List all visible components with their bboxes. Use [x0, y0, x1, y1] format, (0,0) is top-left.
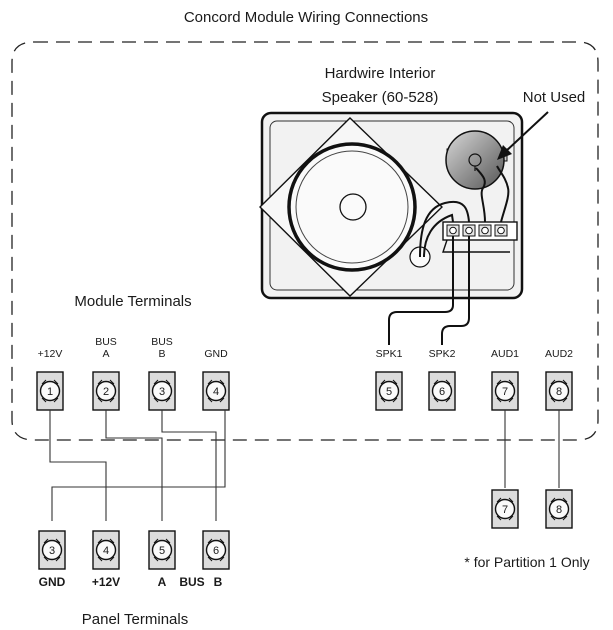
panel-terminals-heading: Panel Terminals — [82, 611, 188, 628]
not-used-label: Not Used — [523, 89, 586, 106]
module-to-panel-wires — [49, 410, 560, 521]
module-terminal-1: 1 — [36, 371, 64, 411]
module-terminal-label-4: GND — [204, 348, 228, 360]
internal-speaker-wires — [419, 165, 510, 258]
module-terminal-label-5: SPK1 — [376, 348, 403, 360]
svg-text:8: 8 — [556, 504, 562, 516]
partition-footnote: * for Partition 1 Only — [464, 554, 589, 570]
module-terminal-label-6: SPK2 — [429, 348, 456, 360]
panel-terminal-7: 7 — [491, 489, 519, 529]
panel-terminal-8: 8 — [545, 489, 573, 529]
module-terminal-label-1: +12V — [38, 348, 63, 360]
svg-text:4: 4 — [103, 545, 109, 557]
panel-label-bus: BUS — [179, 575, 204, 589]
module-terminal-5: 5 — [375, 371, 403, 411]
svg-text:2: 2 — [103, 386, 109, 398]
panel-terminal-4: 4 — [92, 530, 120, 570]
panel-label-12v: +12V — [92, 575, 120, 589]
svg-text:6: 6 — [439, 386, 445, 398]
svg-text:5: 5 — [159, 545, 165, 557]
svg-text:1: 1 — [47, 386, 53, 398]
panel-label-a: A — [158, 575, 167, 589]
svg-text:3: 3 — [49, 545, 55, 557]
module-terminal-6: 6 — [428, 371, 456, 411]
panel-terminal-5: 5 — [148, 530, 176, 570]
module-terminal-2: 2 — [92, 371, 120, 411]
svg-text:3: 3 — [159, 386, 165, 398]
diagram-title: Concord Module Wiring Connections — [184, 9, 428, 26]
module-terminal-label-3a: BUS — [151, 336, 173, 348]
panel-terminal-6: 6 — [202, 530, 230, 570]
svg-text:6: 6 — [213, 545, 219, 557]
panel-label-b: B — [214, 575, 223, 589]
speaker-lead-wires — [388, 236, 470, 345]
module-terminal-label-8: AUD2 — [545, 348, 573, 360]
speaker-label-line2: Speaker (60-528) — [322, 89, 439, 106]
svg-text:7: 7 — [502, 386, 508, 398]
svg-text:7: 7 — [502, 504, 508, 516]
svg-text:5: 5 — [386, 386, 392, 398]
pointer-arrow — [497, 111, 549, 160]
module-terminal-label-2a: BUS — [95, 336, 117, 348]
module-terminal-3: 3 — [148, 371, 176, 411]
module-terminal-label-3b: B — [158, 348, 165, 360]
module-terminal-7: 7 — [491, 371, 519, 411]
speaker-label-line1: Hardwire Interior — [325, 65, 436, 82]
buzzer-icon — [445, 130, 508, 190]
panel-label-gnd: GND — [39, 575, 66, 589]
svg-text:8: 8 — [556, 386, 562, 398]
panel-terminal-3: 3 — [38, 530, 66, 570]
module-terminal-4: 4 — [202, 371, 230, 411]
module-terminals-heading: Module Terminals — [74, 293, 191, 310]
module-terminal-label-2b: A — [102, 348, 109, 360]
module-terminal-8: 8 — [545, 371, 573, 411]
svg-text:4: 4 — [213, 386, 219, 398]
module-terminal-label-7: AUD1 — [491, 348, 519, 360]
